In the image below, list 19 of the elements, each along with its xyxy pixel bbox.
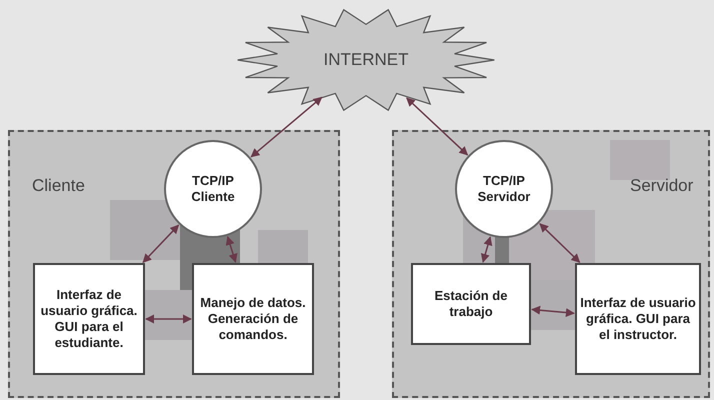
arrow [145, 314, 192, 324]
system-group-box [8, 130, 340, 398]
internet-cloud: INTERNET [235, 8, 497, 112]
arrow [406, 97, 468, 156]
arrow [531, 306, 575, 318]
module-box: Interfaz de usuario gráfica. GUI para el estudiante. [33, 263, 145, 375]
arrow [250, 96, 322, 158]
arrow [539, 223, 580, 263]
protocol-circle: TCP/IP Servidor [455, 140, 553, 238]
module-box: Manejo de datos. Generación de comandos. [192, 263, 314, 375]
arrow [480, 236, 492, 263]
arrow [226, 236, 238, 263]
module-box: Interfaz de usuario gráfica. GUI para el instructor. [575, 263, 701, 375]
protocol-circle: TCP/IP Cliente [164, 140, 262, 238]
group-title: Cliente [32, 176, 85, 196]
system-group-box [392, 130, 710, 398]
group-title: Servidor [630, 176, 694, 196]
module-box: Estación de trabajo [411, 263, 531, 345]
arrow [142, 224, 180, 263]
